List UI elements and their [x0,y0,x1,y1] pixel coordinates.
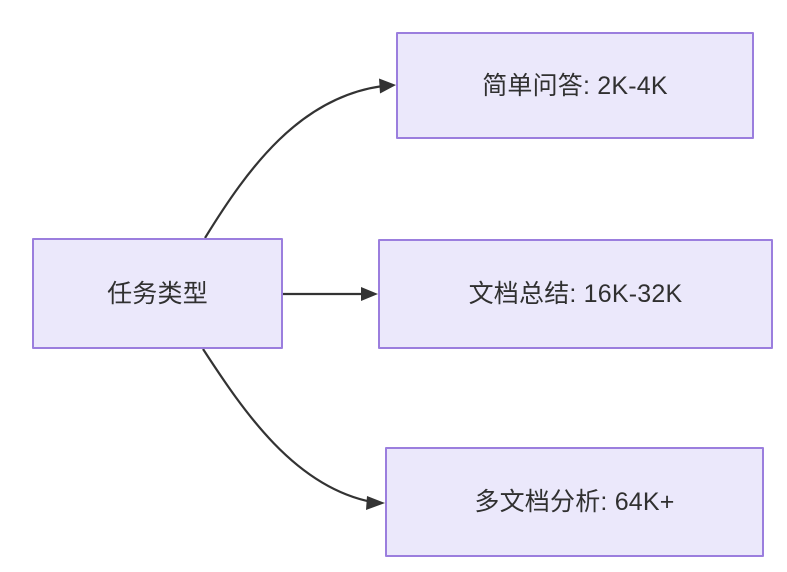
node-simple-qa[interactable]: 简单问答: 2K-4K [396,32,754,139]
edge-source-to-doc-summary [283,287,378,301]
node-doc-summary[interactable]: 文档总结: 16K-32K [378,239,773,349]
node-multi-doc[interactable]: 多文档分析: 64K+ [385,447,764,557]
node-multi-doc-label: 多文档分析: 64K+ [474,488,675,516]
edge-source-to-doc-summary-arrowhead [361,287,378,301]
node-task-type-label: 任务类型 [107,279,208,308]
edge-source-to-multi-doc-path [202,348,373,504]
edge-source-to-simple-qa-path [204,84,384,239]
node-simple-qa-label: 简单问答: 2K-4K [482,71,668,100]
edge-source-to-multi-doc-arrowhead [366,496,385,510]
edge-source-to-simple-qa-arrowhead [379,78,396,94]
edge-source-to-multi-doc [202,348,385,510]
node-doc-summary-label: 文档总结: 16K-32K [468,280,683,308]
edge-source-to-simple-qa [204,78,396,239]
node-task-type[interactable]: 任务类型 [32,238,283,349]
